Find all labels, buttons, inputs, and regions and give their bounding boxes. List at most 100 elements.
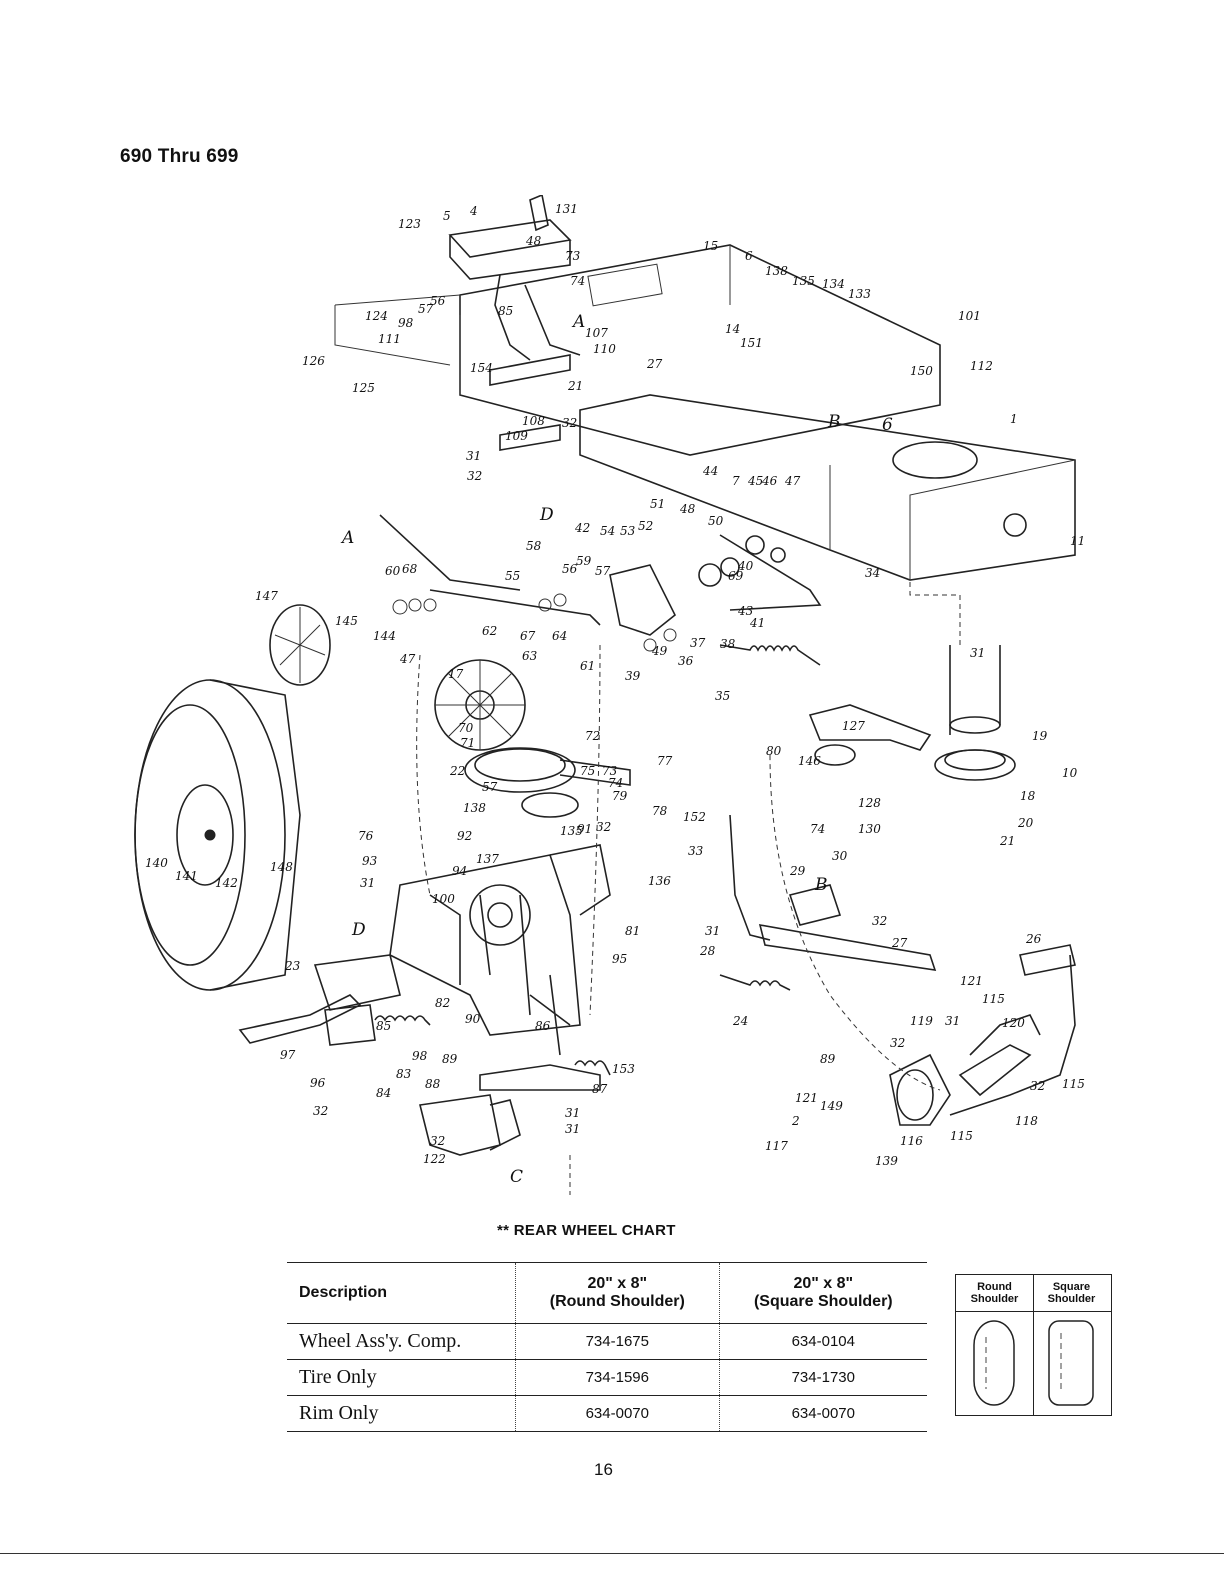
part-callout: 32 xyxy=(430,1134,445,1148)
shoulder-legend: Round Shoulder Square Shoulder xyxy=(955,1274,1112,1416)
part-callout: 45 xyxy=(747,474,763,488)
part-callout: 107 xyxy=(585,326,608,340)
part-callout: 127 xyxy=(842,719,865,733)
part-callout: 31 xyxy=(466,449,481,463)
part-callout: 137 xyxy=(476,852,499,866)
drive-pulley xyxy=(464,747,576,793)
part-callout: 110 xyxy=(593,342,616,356)
round-shoulder-label-line2: Shoulder xyxy=(970,1293,1019,1305)
part-callout: 83 xyxy=(396,1067,412,1081)
part-callout: 95 xyxy=(612,952,627,966)
part-callout: 50 xyxy=(708,514,724,528)
part-callout: 70 xyxy=(458,721,474,735)
part-callouts: 5 4 131 123 73 74 56 57 85 124 98 107 11… xyxy=(145,202,1085,1168)
legend-divider xyxy=(956,1311,1111,1312)
part-callout: 117 xyxy=(765,1139,788,1153)
shift-housing xyxy=(448,219,572,280)
part-callout: 42 xyxy=(574,521,590,535)
hub-cap xyxy=(269,604,331,686)
part-callout: 37 xyxy=(690,636,706,650)
table-row: Tire Only 734-1596 734-1730 xyxy=(287,1359,927,1396)
part-callout: 131 xyxy=(555,202,578,216)
part-callout: 15 xyxy=(703,239,718,253)
row-square-part-number: 734-1730 xyxy=(718,1359,927,1396)
mounting-bracket xyxy=(419,1094,501,1156)
part-callout: 32 xyxy=(467,469,482,483)
mandrel-pulley xyxy=(934,749,1016,781)
transaxle-housing xyxy=(389,854,581,1036)
part-callout: 44 xyxy=(702,464,718,478)
reference-letter: A xyxy=(340,528,354,548)
part-callout: 57 xyxy=(482,780,498,794)
part-callout: 32 xyxy=(596,820,611,834)
rear-wheel-chart-title: ** REAR WHEEL CHART xyxy=(497,1222,676,1239)
part-callout: 31 xyxy=(945,1014,960,1028)
part-callout: 62 xyxy=(482,624,497,638)
part-callout: 28 xyxy=(699,944,716,958)
part-callout: 1 xyxy=(1010,412,1018,426)
round-shoulder-cell: Round Shoulder xyxy=(956,1275,1034,1415)
row-description: Tire Only xyxy=(287,1359,516,1396)
part-callout: 85 xyxy=(498,304,513,318)
part-callout: 27 xyxy=(646,357,663,371)
square-shoulder-label-line1: Square xyxy=(1052,1281,1091,1293)
part-callout: 75 xyxy=(580,764,595,778)
part-callout: 81 xyxy=(625,924,640,938)
part-callout: 74 xyxy=(810,822,825,836)
part-callout: 135 xyxy=(792,274,815,288)
part-callout: 39 xyxy=(625,669,641,683)
part-callout: 40 xyxy=(737,559,754,573)
part-callout: 24 xyxy=(732,1014,748,1028)
part-callout: 56 xyxy=(430,294,446,308)
part-callout: 115 xyxy=(950,1129,973,1143)
exploded-parts-diagram: 5 4 131 123 73 74 56 57 85 124 98 107 11… xyxy=(130,193,1090,1195)
part-callout: 98 xyxy=(412,1049,428,1063)
part-callout: 46 xyxy=(761,474,778,488)
part-callout: 151 xyxy=(740,336,763,350)
part-callout: 55 xyxy=(505,569,520,583)
part-callout: 98 xyxy=(398,316,414,330)
part-callout: 32 xyxy=(890,1036,905,1050)
part-callout: 136 xyxy=(648,874,671,888)
part-callout: 29 xyxy=(789,864,806,878)
part-callout: 116 xyxy=(900,1134,923,1148)
table-row: Rim Only 634-0070 634-0070 xyxy=(287,1395,927,1432)
part-callout: 123 xyxy=(398,217,421,231)
row-description: Wheel Ass'y. Comp. xyxy=(287,1323,516,1360)
part-callout: 31 xyxy=(970,646,985,660)
part-callout: 43 xyxy=(737,604,754,618)
part-callout: 31 xyxy=(565,1106,580,1120)
part-callout: 32 xyxy=(1030,1079,1045,1093)
part-callout: 69 xyxy=(728,569,744,583)
part-callout: 26 xyxy=(1025,932,1042,946)
footrest-panel xyxy=(579,394,1076,581)
reference-letter: C xyxy=(510,1167,523,1187)
part-callout: 140 xyxy=(145,856,168,870)
part-callout: 11 xyxy=(1070,534,1085,548)
part-callout: 124 xyxy=(365,309,388,323)
part-callout: 38 xyxy=(720,637,736,651)
part-callout: 23 xyxy=(284,959,301,973)
part-callout: 128 xyxy=(858,796,881,810)
part-callout: 73 xyxy=(602,764,618,778)
row-description: Rim Only xyxy=(287,1395,516,1432)
part-callout: 100 xyxy=(432,892,455,906)
part-callout: 89 xyxy=(442,1052,458,1066)
part-callout: 32 xyxy=(562,416,577,430)
part-callout: 63 xyxy=(522,649,538,663)
header-square-shoulder: 20" x 8" (Square Shoulder) xyxy=(718,1262,927,1324)
row-round-part-number: 734-1596 xyxy=(515,1359,720,1396)
part-callout: 108 xyxy=(522,414,545,428)
part-callout: 144 xyxy=(373,629,396,643)
part-callout: 153 xyxy=(612,1062,635,1076)
part-callout: 14 xyxy=(725,322,740,336)
part-callout: 32 xyxy=(872,914,887,928)
row-square-part-number: 634-0070 xyxy=(718,1395,927,1432)
part-callout: 51 xyxy=(650,497,665,511)
square-shoulder-label: Square Shoulder xyxy=(1033,1281,1110,1305)
part-callout: 122 xyxy=(423,1152,446,1166)
part-callout: 30 xyxy=(832,849,848,863)
reference-letters: A A B B C D D 6 xyxy=(340,312,893,1187)
part-callout: 86 xyxy=(535,1019,551,1033)
part-callout: 31 xyxy=(360,876,375,890)
